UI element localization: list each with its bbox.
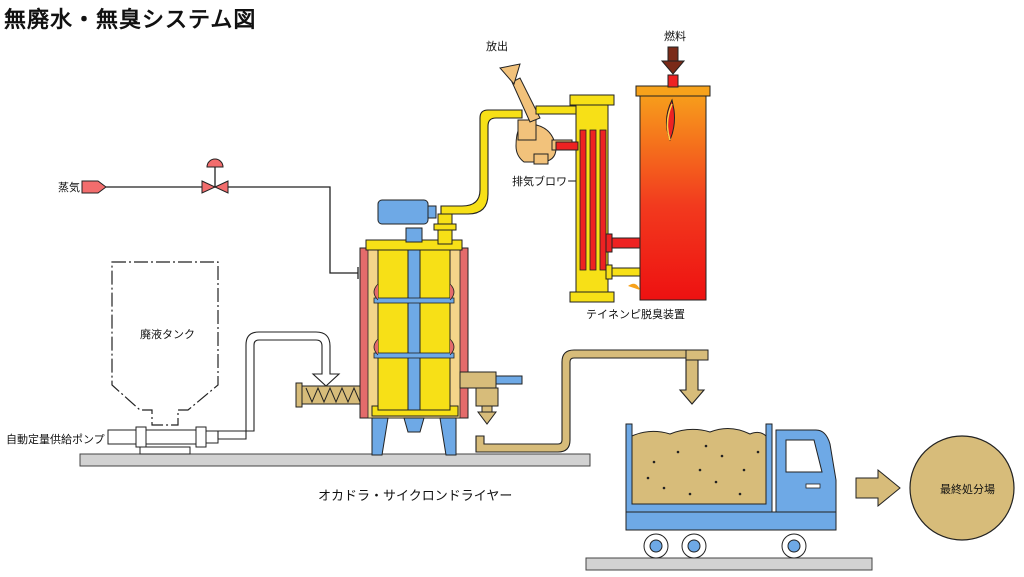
feed-pump-label: 自動定量供給ポンプ — [6, 432, 105, 446]
screw-feeder — [295, 382, 371, 408]
exhaust-pipe — [440, 109, 523, 215]
exhaust-out-label: 放出 — [486, 39, 508, 53]
fuel-label: 燃料 — [664, 29, 686, 43]
cyclone-dryer — [359, 199, 523, 456]
waste-tank — [111, 261, 219, 426]
waste-tank-label: 廃液タンク — [140, 327, 195, 341]
ground-left — [79, 453, 591, 467]
exhaust-blower[interactable] — [499, 63, 577, 165]
page-title: 無廃水・無臭システム図 — [4, 8, 257, 33]
feed-pump[interactable] — [107, 426, 219, 455]
fuel-arrow-icon — [660, 46, 686, 75]
exhaust-blower-label: 排気ブロワー — [512, 174, 578, 188]
product-conveyor — [475, 349, 706, 453]
deodorizer — [555, 74, 711, 303]
dump-truck — [625, 423, 837, 559]
feed-pipe — [217, 331, 341, 440]
exhaust-out-arrow-icon — [499, 63, 521, 86]
final-disposal-label: 最終処分場 — [940, 482, 995, 496]
steam-line — [81, 158, 359, 279]
final-disposal-site — [909, 435, 1015, 541]
steam-inlet-arrow-icon — [81, 180, 107, 194]
to-disposal-arrow-icon — [855, 468, 901, 508]
steam-valve-icon[interactable] — [201, 158, 229, 194]
deodorizer-label: テイネンピ脱臭装置 — [586, 307, 685, 321]
dryer-motor-icon — [377, 199, 429, 225]
steam-label: 蒸気 — [58, 180, 80, 194]
dryer-label: オカドラ・サイクロンドライヤー — [318, 489, 512, 504]
ground-right — [585, 557, 873, 571]
